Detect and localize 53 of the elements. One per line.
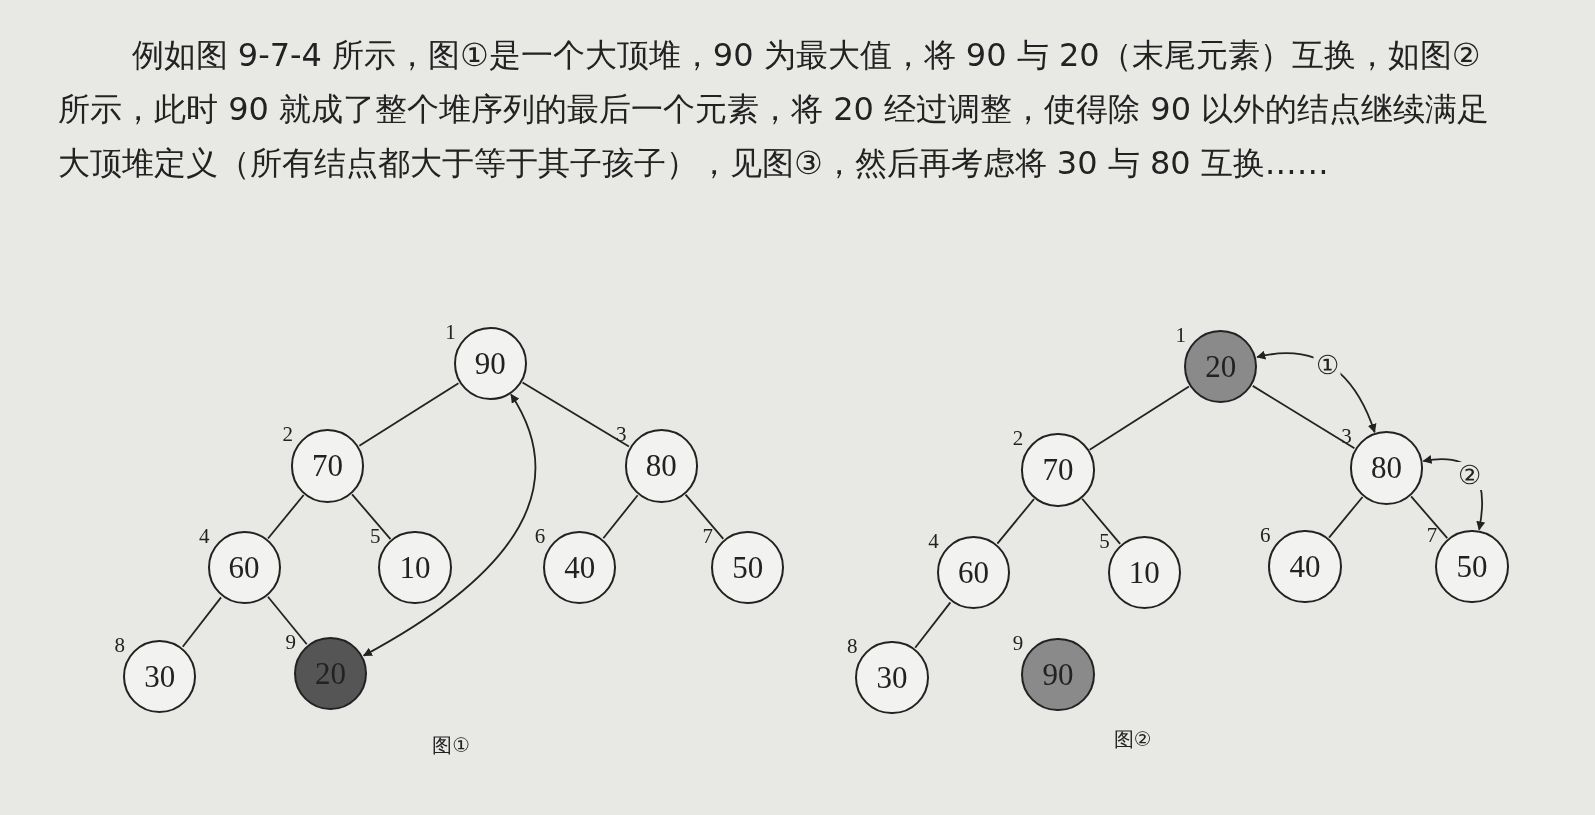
node-index: 4: [928, 531, 939, 553]
node-index: 7: [1426, 524, 1438, 546]
figure-caption: 图①: [432, 732, 471, 760]
tree-edge: [602, 494, 639, 540]
node-value: 70: [312, 450, 344, 482]
node-value: 70: [1042, 454, 1074, 486]
figure-caption: 图②: [1113, 726, 1152, 754]
tree-edge: [684, 493, 725, 540]
tree-edge: [1251, 385, 1356, 450]
node-value: 40: [1289, 551, 1321, 583]
node-value: 80: [1370, 452, 1402, 484]
tree-edge: [267, 595, 308, 646]
tree-edge: [358, 382, 460, 447]
node-index: 8: [846, 635, 858, 657]
edge-label: ②: [1456, 462, 1484, 491]
swap-arrow: [362, 393, 537, 657]
node-value: 40: [564, 552, 596, 584]
tree-edge: [1328, 496, 1364, 539]
node-value: 30: [144, 660, 176, 692]
node-index: 2: [1012, 428, 1024, 450]
node-value: 60: [228, 552, 260, 584]
node-index: 2: [282, 424, 293, 446]
paragraph: 例如图 9-7-4 所示，图①是一个大顶堆，90 为最大值，将 90 与 20（末尾元素）互换，如图②所示，此时 90 就成了整个堆序列的最后一个元素，将 20 经过调整，使得除 90 以外的结点继续满足大顶堆定义（所有结点都大于等于其子孩子），见图③，然后再考虑将 30 与 80 互换……: [58, 35, 1491, 184]
tree-edge: [996, 498, 1035, 545]
node-index: 6: [1259, 524, 1271, 546]
node-value: 30: [876, 661, 908, 693]
node-value: 10: [399, 552, 431, 584]
node-value: 50: [1456, 551, 1488, 583]
node-index: 1: [445, 321, 456, 343]
node-value: 50: [732, 552, 764, 584]
tree-edge: [914, 601, 952, 649]
node-value: 60: [957, 557, 989, 589]
tree-edge: [267, 494, 305, 540]
node-index: 9: [285, 631, 296, 653]
node-index: 7: [702, 526, 714, 547]
tree-edge: [1410, 495, 1449, 540]
node-index: 8: [114, 634, 126, 656]
node-index: 9: [1012, 632, 1024, 654]
node-index: 5: [1099, 531, 1110, 553]
tree-edge: [351, 493, 392, 540]
node-value: 20: [1205, 350, 1237, 382]
tree-edge: [1081, 497, 1122, 545]
tree-edge: [181, 596, 222, 648]
tree-edge: [1088, 385, 1190, 451]
node-index: 5: [369, 526, 381, 547]
node-index: 4: [199, 526, 210, 547]
node-value: 80: [645, 450, 677, 482]
node-index: 6: [534, 526, 546, 547]
tree-edge: [521, 381, 630, 448]
node-index: 1: [1175, 324, 1187, 346]
node-value: 90: [1042, 658, 1074, 690]
node-value: 90: [474, 347, 506, 379]
node-value: 10: [1128, 557, 1160, 589]
